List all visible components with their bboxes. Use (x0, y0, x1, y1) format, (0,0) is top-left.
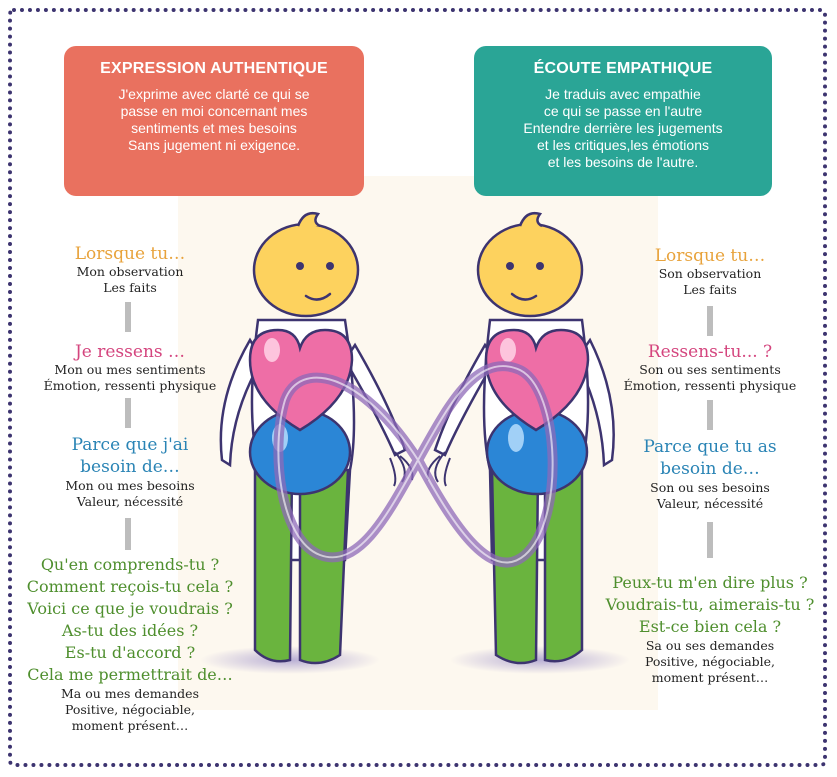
left-feeling: Je ressens … Mon ou mes sentiments Émoti… (30, 342, 230, 394)
connector-bar (707, 522, 713, 558)
step-sub: Les faits (683, 282, 737, 297)
dotted-border (8, 8, 827, 767)
expression-authentique-panel: EXPRESSION AUTHENTIQUE J'exprime avec cl… (64, 46, 364, 196)
step-heading: Parce que tu as (643, 437, 777, 457)
step-sub: Positive, négociable, (64, 702, 196, 717)
step-sub: Son ou ses besoins (650, 480, 770, 495)
step-sub: Mon ou mes besoins (65, 478, 195, 493)
request-question: Es-tu d'accord ? (64, 643, 196, 662)
step-heading: Ressens-tu... ? (647, 342, 773, 362)
panel-line: passe en moi concernant mes (120, 103, 308, 119)
panel-line: Je traduis avec empathie (545, 86, 701, 102)
panel-line: Sans jugement ni exigence. (128, 137, 300, 153)
panel-line: ce qui se passe en l'autre (543, 103, 703, 119)
ecoute-empathique-panel: ÉCOUTE EMPATHIQUE Je traduis avec empath… (474, 46, 772, 196)
step-heading: Je ressens … (74, 342, 186, 362)
panel-title: EXPRESSION AUTHENTIQUE (100, 60, 328, 77)
step-sub: Ma ou mes demandes (61, 686, 199, 701)
panel-line: sentiments et mes besoins (131, 120, 297, 136)
panel-title: ÉCOUTE EMPATHIQUE (533, 60, 713, 77)
step-heading: besoin de… (660, 459, 760, 479)
step-sub: Valeur, nécessité (76, 494, 184, 509)
left-request: Qu'en comprends-tu ? Comment reçois-tu c… (20, 554, 240, 734)
request-question: Voudrais-tu, aimerais-tu ? (605, 595, 815, 614)
right-need: Parce que tu as besoin de… Son ou ses be… (620, 436, 800, 512)
step-sub: moment présent… (651, 670, 769, 685)
right-observation: Lorsque tu… Son observation Les faits (620, 246, 800, 298)
step-sub: Mon observation (76, 264, 184, 279)
step-sub: moment présent… (71, 718, 189, 733)
step-sub: Son ou ses sentiments (639, 362, 781, 377)
step-heading: besoin de… (80, 457, 180, 477)
panel-line: et les critiques,les émotions (537, 137, 709, 153)
panel-line: Entendre derrière les jugements (523, 120, 723, 136)
step-sub: Les faits (103, 280, 157, 295)
left-need: Parce que j'ai besoin de… Mon ou mes bes… (40, 434, 220, 510)
step-heading: Lorsque tu… (74, 244, 186, 264)
request-question: Peux-tu m'en dire plus ? (612, 573, 808, 592)
step-heading: Parce que j'ai (71, 435, 189, 455)
panel-line: J'exprime avec clarté ce qui se (118, 86, 310, 102)
request-question: Cela me permettrait de… (27, 665, 233, 684)
request-question: Comment reçois-tu cela ? (26, 577, 234, 596)
right-feeling: Ressens-tu... ? Son ou ses sentiments Ém… (610, 342, 810, 394)
infinity-loop-icon (273, 361, 558, 568)
request-question: Voici ce que je voudrais ? (27, 599, 233, 618)
panel-line: et les besoins de l'autre. (547, 154, 699, 170)
step-heading: Lorsque tu… (654, 246, 766, 266)
request-question: As-tu des idées ? (61, 621, 199, 640)
connector-bar (125, 302, 131, 332)
step-sub: Valeur, nécessité (656, 496, 764, 511)
step-sub: Sa ou ses demandes (645, 638, 775, 653)
step-sub: Son observation (658, 266, 762, 281)
right-request: Peux-tu m'en dire plus ? Voudrais-tu, ai… (600, 572, 820, 686)
left-observation: Lorsque tu… Mon observation Les faits (40, 244, 220, 296)
connector-bar (125, 518, 131, 550)
left-person-figure (200, 212, 414, 674)
step-sub: Positive, négociable, (644, 654, 776, 669)
connector-bar (707, 400, 713, 430)
request-question: Qu'en comprends-tu ? (40, 555, 220, 574)
step-sub: Mon ou mes sentiments (54, 362, 206, 377)
connector-bar (125, 398, 131, 428)
connector-bar (707, 306, 713, 336)
step-sub: Émotion, ressenti physique (623, 378, 797, 393)
step-sub: Émotion, ressenti physique (43, 378, 217, 393)
request-question: Est-ce bien cela ? (638, 617, 782, 636)
